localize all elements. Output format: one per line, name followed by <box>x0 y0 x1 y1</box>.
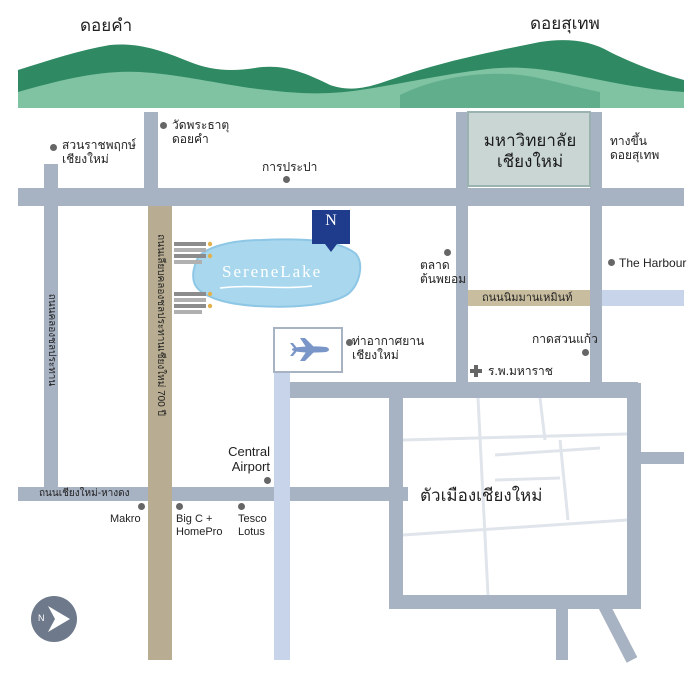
compass <box>31 596 77 642</box>
road-right-stub <box>636 452 684 464</box>
nimman-road-label: ถนนนิมมานเหมินท์ <box>482 292 573 304</box>
suan-ratchaphruek-marker <box>50 144 57 151</box>
klong-chonprathan-road-label: ถนนคลองชลประทาน <box>46 293 57 387</box>
tesco-lotus-label: Tesco Lotus <box>238 513 267 538</box>
plane-icon <box>290 338 329 361</box>
mountain-highlight <box>400 73 600 108</box>
old-city-label: ตัวเมืองเชียงใหม่ <box>420 486 543 505</box>
bigc-homepro-marker <box>176 503 183 510</box>
road-south-stub <box>556 596 568 660</box>
hangdong-road-label: ถนนเชียงใหม่-หางดง <box>39 488 130 499</box>
road-wat-vertical <box>144 112 158 202</box>
kad-suan-kaew-label: กาดสวนแก้ว <box>532 332 598 346</box>
the-harbour-marker <box>608 259 615 266</box>
mountain-range <box>18 40 684 108</box>
makro-marker <box>138 503 145 510</box>
makro-label: Makro <box>110 513 141 525</box>
doi-suthep-entrance-label: ทางขึ้น ดอยสุเทพ <box>610 134 660 162</box>
road-airport-vertical <box>274 372 290 660</box>
the-harbour-label: The Harbour <box>619 256 687 270</box>
compass-north-letter: N <box>38 613 45 623</box>
road-top-horizontal <box>18 188 684 206</box>
project-brand-letter: N <box>325 212 337 229</box>
central-airport-label: Central Airport <box>228 444 270 474</box>
central-airport-marker <box>264 477 271 484</box>
wat-phra-that-marker <box>160 122 167 129</box>
road-left-vertical <box>44 164 58 488</box>
project-marker <box>312 210 350 252</box>
airport-marker <box>346 339 353 346</box>
road-diagonal-southeast <box>594 595 638 663</box>
hospital-cross-icon <box>470 365 482 377</box>
serene-lake-label: SereneLake <box>222 262 323 281</box>
ton-phayom-market-marker <box>444 249 451 256</box>
maharaj-hospital-label: ร.พ.มหาราช <box>488 364 553 378</box>
road-cmu-right-vertical <box>590 112 602 384</box>
road-cmu-left-vertical <box>456 112 468 384</box>
mountain-label-doi-suthep: ดอยสุเทพ <box>530 14 600 33</box>
kan-prapa-marker <box>283 176 290 183</box>
old-city-moat <box>389 383 641 609</box>
tesco-lotus-marker <box>238 503 245 510</box>
suan-ratchaphruek-label: สวนราชพฤกษ์ เชียงใหม่ <box>62 138 136 166</box>
road-nimman <box>468 290 590 306</box>
mountain-label-doi-kham: ดอยคำ <box>80 16 133 35</box>
wat-phra-that-label: วัดพระธาตุ ดอยคำ <box>172 118 230 146</box>
road-700-year-label: ถนนเลียบคลองชลประทานเชียงใหม่ 700 ปี <box>155 234 166 416</box>
cmu-label: มหาวิทยาลัย เชียงใหม่ <box>483 131 577 171</box>
airport-label: ท่าอากาศยาน เชียงใหม่ <box>352 334 425 362</box>
kan-prapa-label: การประปา <box>262 160 318 174</box>
road-harbour-band <box>602 290 684 306</box>
kad-suan-kaew-marker <box>582 349 589 356</box>
serene-lake <box>192 238 362 308</box>
road-hangdong-horizontal <box>18 487 408 501</box>
bigc-homepro-label: Big C + HomePro <box>176 513 223 538</box>
cmu-box <box>467 111 591 187</box>
old-city-streets <box>402 397 628 596</box>
building-wings <box>174 241 213 314</box>
road-700-year <box>148 206 172 660</box>
ton-phayom-market-label: ตลาด ต้นพยอม <box>420 258 467 286</box>
